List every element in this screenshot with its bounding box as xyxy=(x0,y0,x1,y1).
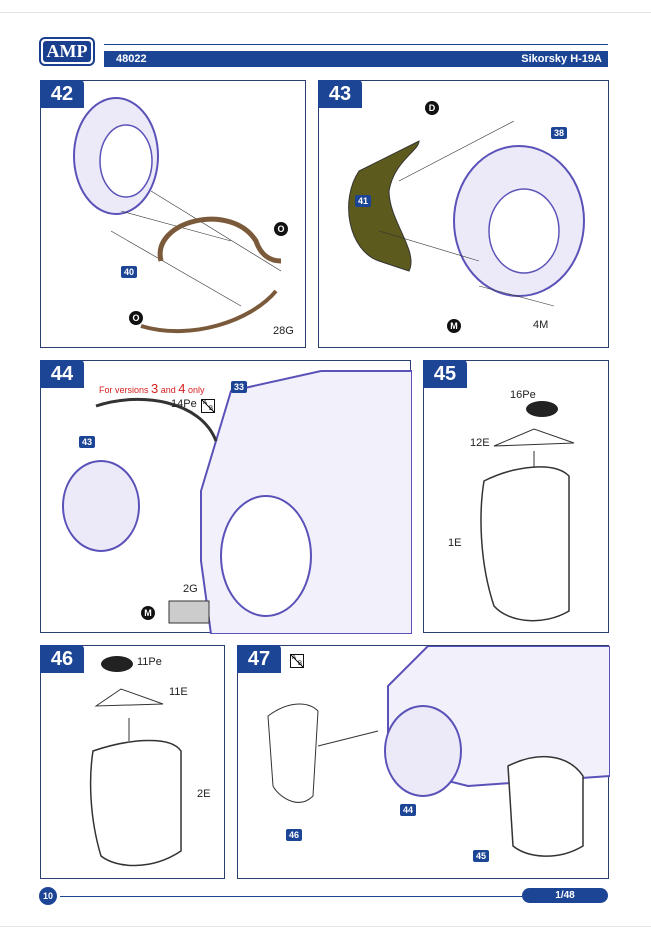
page-number: 10 xyxy=(39,887,57,905)
divider xyxy=(0,926,651,927)
amp-logo: AMP xyxy=(39,37,95,66)
part-44: 44 xyxy=(400,804,417,816)
part-16pe: 16Pe xyxy=(510,389,536,401)
part-11pe: 11Pe xyxy=(137,656,162,668)
part-12e: 12E xyxy=(470,437,490,449)
model-name: Sikorsky H-19A xyxy=(521,53,602,65)
part-33: 33 xyxy=(231,381,248,393)
part-1e: 1E xyxy=(448,537,462,549)
part-d-marker: D xyxy=(425,101,439,115)
step-number: 46 xyxy=(40,645,84,673)
part-40: 40 xyxy=(121,266,138,278)
assembly-drawing xyxy=(267,646,610,857)
divider xyxy=(104,44,608,45)
step-46-panel: 11Pe 11E 2E 46 xyxy=(40,645,225,879)
step-number: 44 xyxy=(40,360,84,388)
version-note: For versions 3 and 4 only xyxy=(99,381,205,396)
cowling-drawing xyxy=(480,401,575,622)
kit-number: 48022 xyxy=(116,53,147,65)
part-14pe: 14Pe xyxy=(171,398,197,410)
step-number: 43 xyxy=(318,80,362,108)
part-41: 41 xyxy=(355,195,372,207)
step-number: 45 xyxy=(423,360,467,388)
engine-drawing xyxy=(73,97,282,334)
part-11e: 11E xyxy=(169,686,188,698)
step-number: 42 xyxy=(40,80,84,108)
part-m-marker: M xyxy=(447,319,461,333)
part-45: 45 xyxy=(473,850,490,862)
divider xyxy=(60,896,522,897)
part-2g: 2G xyxy=(183,583,198,595)
part-2e: 2E xyxy=(197,788,211,800)
part-46: 46 xyxy=(286,829,303,841)
part-o-marker: O xyxy=(274,222,288,236)
part-38: 38 xyxy=(551,127,568,139)
step-43-panel: D 38 41 M 4M 43 xyxy=(318,80,609,348)
step-42-panel: 40 O O 28G 42 xyxy=(40,80,306,348)
fuselage-drawing xyxy=(62,370,412,634)
part-m-marker: M xyxy=(141,606,155,620)
header-bar: 48022 Sikorsky H-19A xyxy=(104,51,608,67)
part-4m: 4M xyxy=(533,319,549,331)
scale-label: 1/48 xyxy=(522,888,608,903)
divider xyxy=(0,12,651,13)
step-number: 47 xyxy=(237,645,281,673)
cowling-drawing xyxy=(89,656,182,867)
part-43: 43 xyxy=(79,436,96,448)
part-28g: 28G xyxy=(273,325,294,337)
part-o-marker: O xyxy=(129,311,143,325)
engine-drawing xyxy=(348,120,585,307)
step-45-panel: 16Pe 12E 1E 45 xyxy=(423,360,609,633)
